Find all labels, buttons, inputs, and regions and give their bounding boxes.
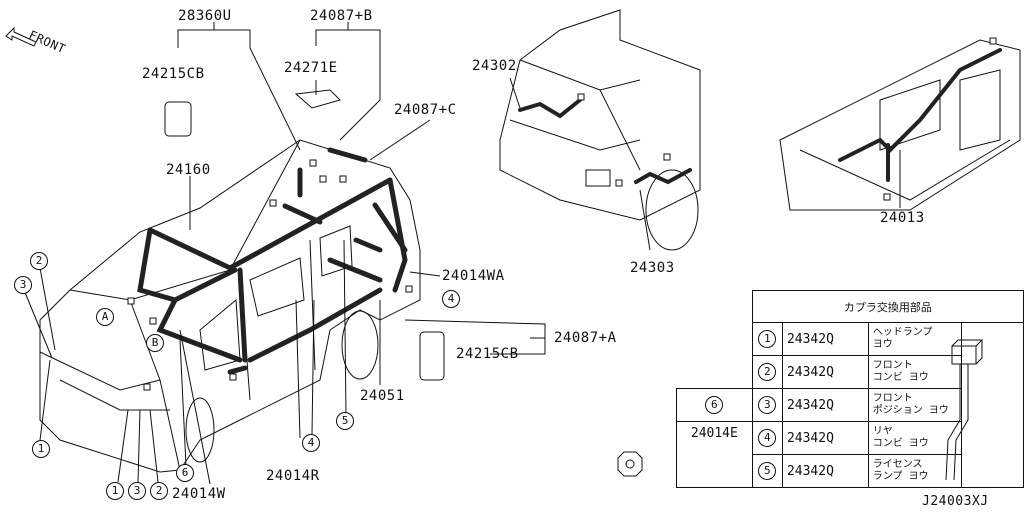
label-24014R: 24014R [266,468,320,484]
circle-1-left: 1 [32,440,50,458]
row-num: 2 [758,363,777,381]
front-arrow-icon [5,26,37,47]
row-name: ヘッドランプヨウ [867,322,962,356]
dashboard-view [779,39,1021,211]
label-24302: 24302 [472,58,517,74]
row-part: 24342Q [781,421,869,455]
table-row: 5 24342Q ライセンスランプ ヨウ [677,454,1024,488]
row-left-num: 6 [705,396,724,414]
label-24215CB-bottom: 24215CB [456,346,519,362]
label-24303: 24303 [630,260,675,276]
row-num: 4 [758,429,777,447]
table-row: 6 3 24342Q フロントポジション ヨウ [676,388,1024,422]
label-24160: 24160 [166,162,211,178]
side-part-number: 24014E [690,426,738,441]
label-24271E: 24271E [284,60,338,76]
circle-5: 5 [336,412,354,430]
label-24087B: 24087+B [310,8,373,24]
row-num: 1 [758,330,777,348]
row-name: フロントポジション ヨウ [867,388,962,422]
row-part: 24342Q [781,355,869,389]
label-24087C: 24087+C [394,102,457,118]
label-24014WA: 24014WA [442,268,505,284]
van-body-outline [39,139,421,473]
view-marker-a: A [96,308,114,326]
label-24215CB-top: 24215CB [142,66,205,82]
circle-6: 6 [176,464,194,482]
circle-3-bottom: 3 [128,482,146,500]
label-24087A: 24087+A [554,330,617,346]
circle-2-bottom: 2 [150,482,168,500]
truck-front-view [499,9,701,221]
row-part: 24342Q [781,388,869,422]
table-row: 1 24342Q ヘッドランプヨウ [677,322,1024,488]
row-num: 5 [758,462,777,480]
row-name: リヤコンビ ヨウ [867,421,962,455]
view-marker-b: B [146,334,164,352]
label-24013: 24013 [880,210,925,226]
parts-table: カプラ交換用部品 1 24342Q ヘッドランプヨウ 2 24342Q フロント… [676,290,1024,488]
circle-4-right: 4 [442,290,460,308]
circle-1-bottom: 1 [106,482,124,500]
parts-table-header: カプラ交換用部品 [751,290,1024,323]
drawing-code: J24003XJ [922,494,989,509]
row-name: ライセンスランプ ヨウ [867,454,962,488]
row-num: 3 [758,396,777,414]
clip-nut-icon [617,451,643,477]
table-row: 24014E 4 24342Q リヤコンビ ヨウ [676,421,1024,488]
circle-2-left: 2 [30,252,48,270]
label-24051: 24051 [360,388,405,404]
row-part: 24342Q [781,454,869,488]
side-part-cell: 24014E [676,421,753,488]
row-part: 24342Q [781,322,869,356]
roof-harness [147,177,393,271]
label-28360U: 28360U [178,8,232,24]
circle-3-left: 3 [14,276,32,294]
circle-4-bottom: 4 [302,434,320,452]
table-row: 2 24342Q フロントコンビ ヨウ [677,355,1024,389]
label-24014W: 24014W [172,486,226,502]
row-name: フロントコンビ ヨウ [867,355,962,389]
